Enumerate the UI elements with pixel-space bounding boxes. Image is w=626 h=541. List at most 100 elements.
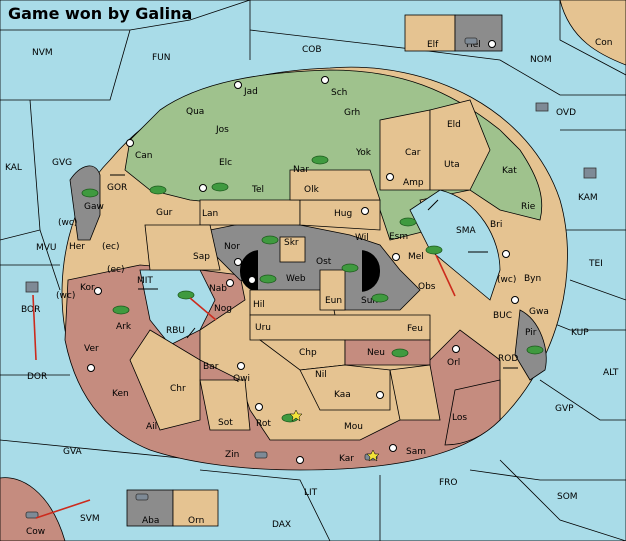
sea-label: LIT: [304, 488, 318, 498]
army-unit-icon: [149, 185, 167, 195]
supply-center-icon: [87, 364, 95, 372]
land-label: Bri: [490, 220, 502, 230]
sea-label: SOM: [557, 492, 578, 502]
order-arrows: [32, 254, 456, 519]
land-label: (wc): [56, 291, 75, 301]
land-label: Ail: [146, 422, 157, 432]
fleet-unit-icon: [464, 37, 478, 45]
land-label: Nar: [293, 165, 309, 175]
land-label: Hug: [334, 209, 352, 219]
land-label: Olk: [304, 185, 320, 195]
army-unit-icon: [341, 263, 359, 273]
sea-label: FRO: [439, 478, 458, 488]
land-label: Eld: [447, 120, 461, 130]
land-label: Kor: [80, 283, 95, 293]
army-unit-icon: [81, 188, 99, 198]
land-label: Nab: [209, 284, 227, 294]
land-label: Gaw: [84, 202, 104, 212]
land-label: Esm: [389, 232, 408, 242]
army-unit-icon: [526, 345, 544, 355]
supply-center-icon: [226, 279, 234, 287]
order-arrow: [435, 254, 456, 297]
star-icon: [366, 449, 380, 462]
sea-label: TEI: [588, 259, 603, 269]
sea-labels: NVM FUN COB NOM Con OVD KAL GVG GOR KAM …: [5, 38, 619, 537]
land-label: Qua: [186, 107, 204, 117]
land-label: Nor: [224, 242, 240, 252]
supply-center-icon: [321, 76, 329, 84]
land-label: Hil: [253, 300, 265, 310]
order-arrow: [35, 499, 91, 519]
land-label: Lan: [202, 209, 218, 219]
sea-label: MVU: [36, 243, 57, 253]
gaw-island: [69, 165, 101, 241]
sea-label: Cow: [26, 527, 45, 537]
land-label: Elc: [219, 158, 232, 168]
sea-label: NVM: [32, 48, 53, 58]
fleet-unit-icon: [25, 511, 39, 519]
army-unit-icon: [259, 274, 277, 284]
sea-label: RBU: [166, 326, 185, 336]
sea-label: OVD: [556, 108, 576, 118]
province-sap: [144, 224, 221, 271]
land-label: Uta: [444, 160, 460, 170]
land-label: Jos: [215, 125, 229, 135]
land-label: Can: [135, 151, 153, 161]
land-label: Chr: [170, 384, 186, 394]
sea-label: DAX: [272, 520, 291, 530]
army-unit-icon: [391, 348, 409, 358]
fleet-unit-icon: [25, 281, 39, 293]
supply-center-icon: [296, 456, 304, 464]
supply-center-icon: [502, 250, 510, 258]
supply-center-icon: [94, 287, 102, 295]
sea-label: NOM: [530, 55, 552, 65]
fleet-unit-icon: [535, 102, 549, 112]
province-kaa: [299, 364, 391, 411]
passage-arrows: [110, 174, 518, 369]
supply-center-icon: [386, 173, 394, 181]
supply-center-icon: [199, 184, 207, 192]
game-title: Game won by Galina: [8, 4, 192, 23]
province-los: [444, 379, 501, 446]
sea-label: MIT: [137, 276, 153, 286]
land-label: Qwi: [233, 374, 250, 384]
fleet-unit-icon: [135, 493, 149, 501]
supply-center-icon: [376, 391, 384, 399]
land-label: Eun: [325, 296, 342, 306]
province-skr: [279, 236, 306, 263]
star-markers: [289, 409, 380, 462]
supply-center-icon: [126, 139, 134, 147]
army-unit-icon: [425, 245, 443, 255]
sea-label: COB: [302, 45, 322, 55]
land-label: Obs: [418, 282, 436, 292]
order-arrow: [189, 297, 217, 321]
land-label: Skr: [284, 238, 299, 248]
sea-label: GVP: [555, 404, 574, 414]
land-label: Bar: [203, 362, 219, 372]
province-elf: [404, 14, 456, 52]
land-label: Jad: [243, 87, 258, 97]
land-label: (ec): [102, 242, 120, 252]
land-label: Amp: [403, 178, 424, 188]
sea-label: BUC: [493, 311, 512, 321]
sea-label: KAL: [5, 163, 22, 173]
land-labels: Elf Hel Jad Sch Qua Grh Eld Jos Can Car …: [56, 40, 549, 526]
land-label: Aba: [142, 516, 159, 526]
sea-label: GVA: [63, 447, 83, 457]
land-label: Kat: [502, 166, 517, 176]
fleet-unit-icon: [254, 451, 268, 459]
double-arrow-icon: [427, 199, 439, 211]
land-label: Sun: [361, 296, 378, 306]
land-label: (wc): [58, 218, 77, 228]
province-chr: [129, 329, 201, 431]
land-label: Pir: [525, 328, 537, 338]
land-label: (wc): [497, 275, 516, 285]
sea-label: DOR: [27, 372, 47, 382]
sea-label: Con: [595, 38, 613, 48]
pir-island: [514, 309, 547, 381]
supply-center-icon: [361, 207, 369, 215]
inner-sea-sma: [409, 189, 501, 301]
land-label: Car: [405, 148, 421, 158]
army-unit-icon: [261, 235, 279, 245]
